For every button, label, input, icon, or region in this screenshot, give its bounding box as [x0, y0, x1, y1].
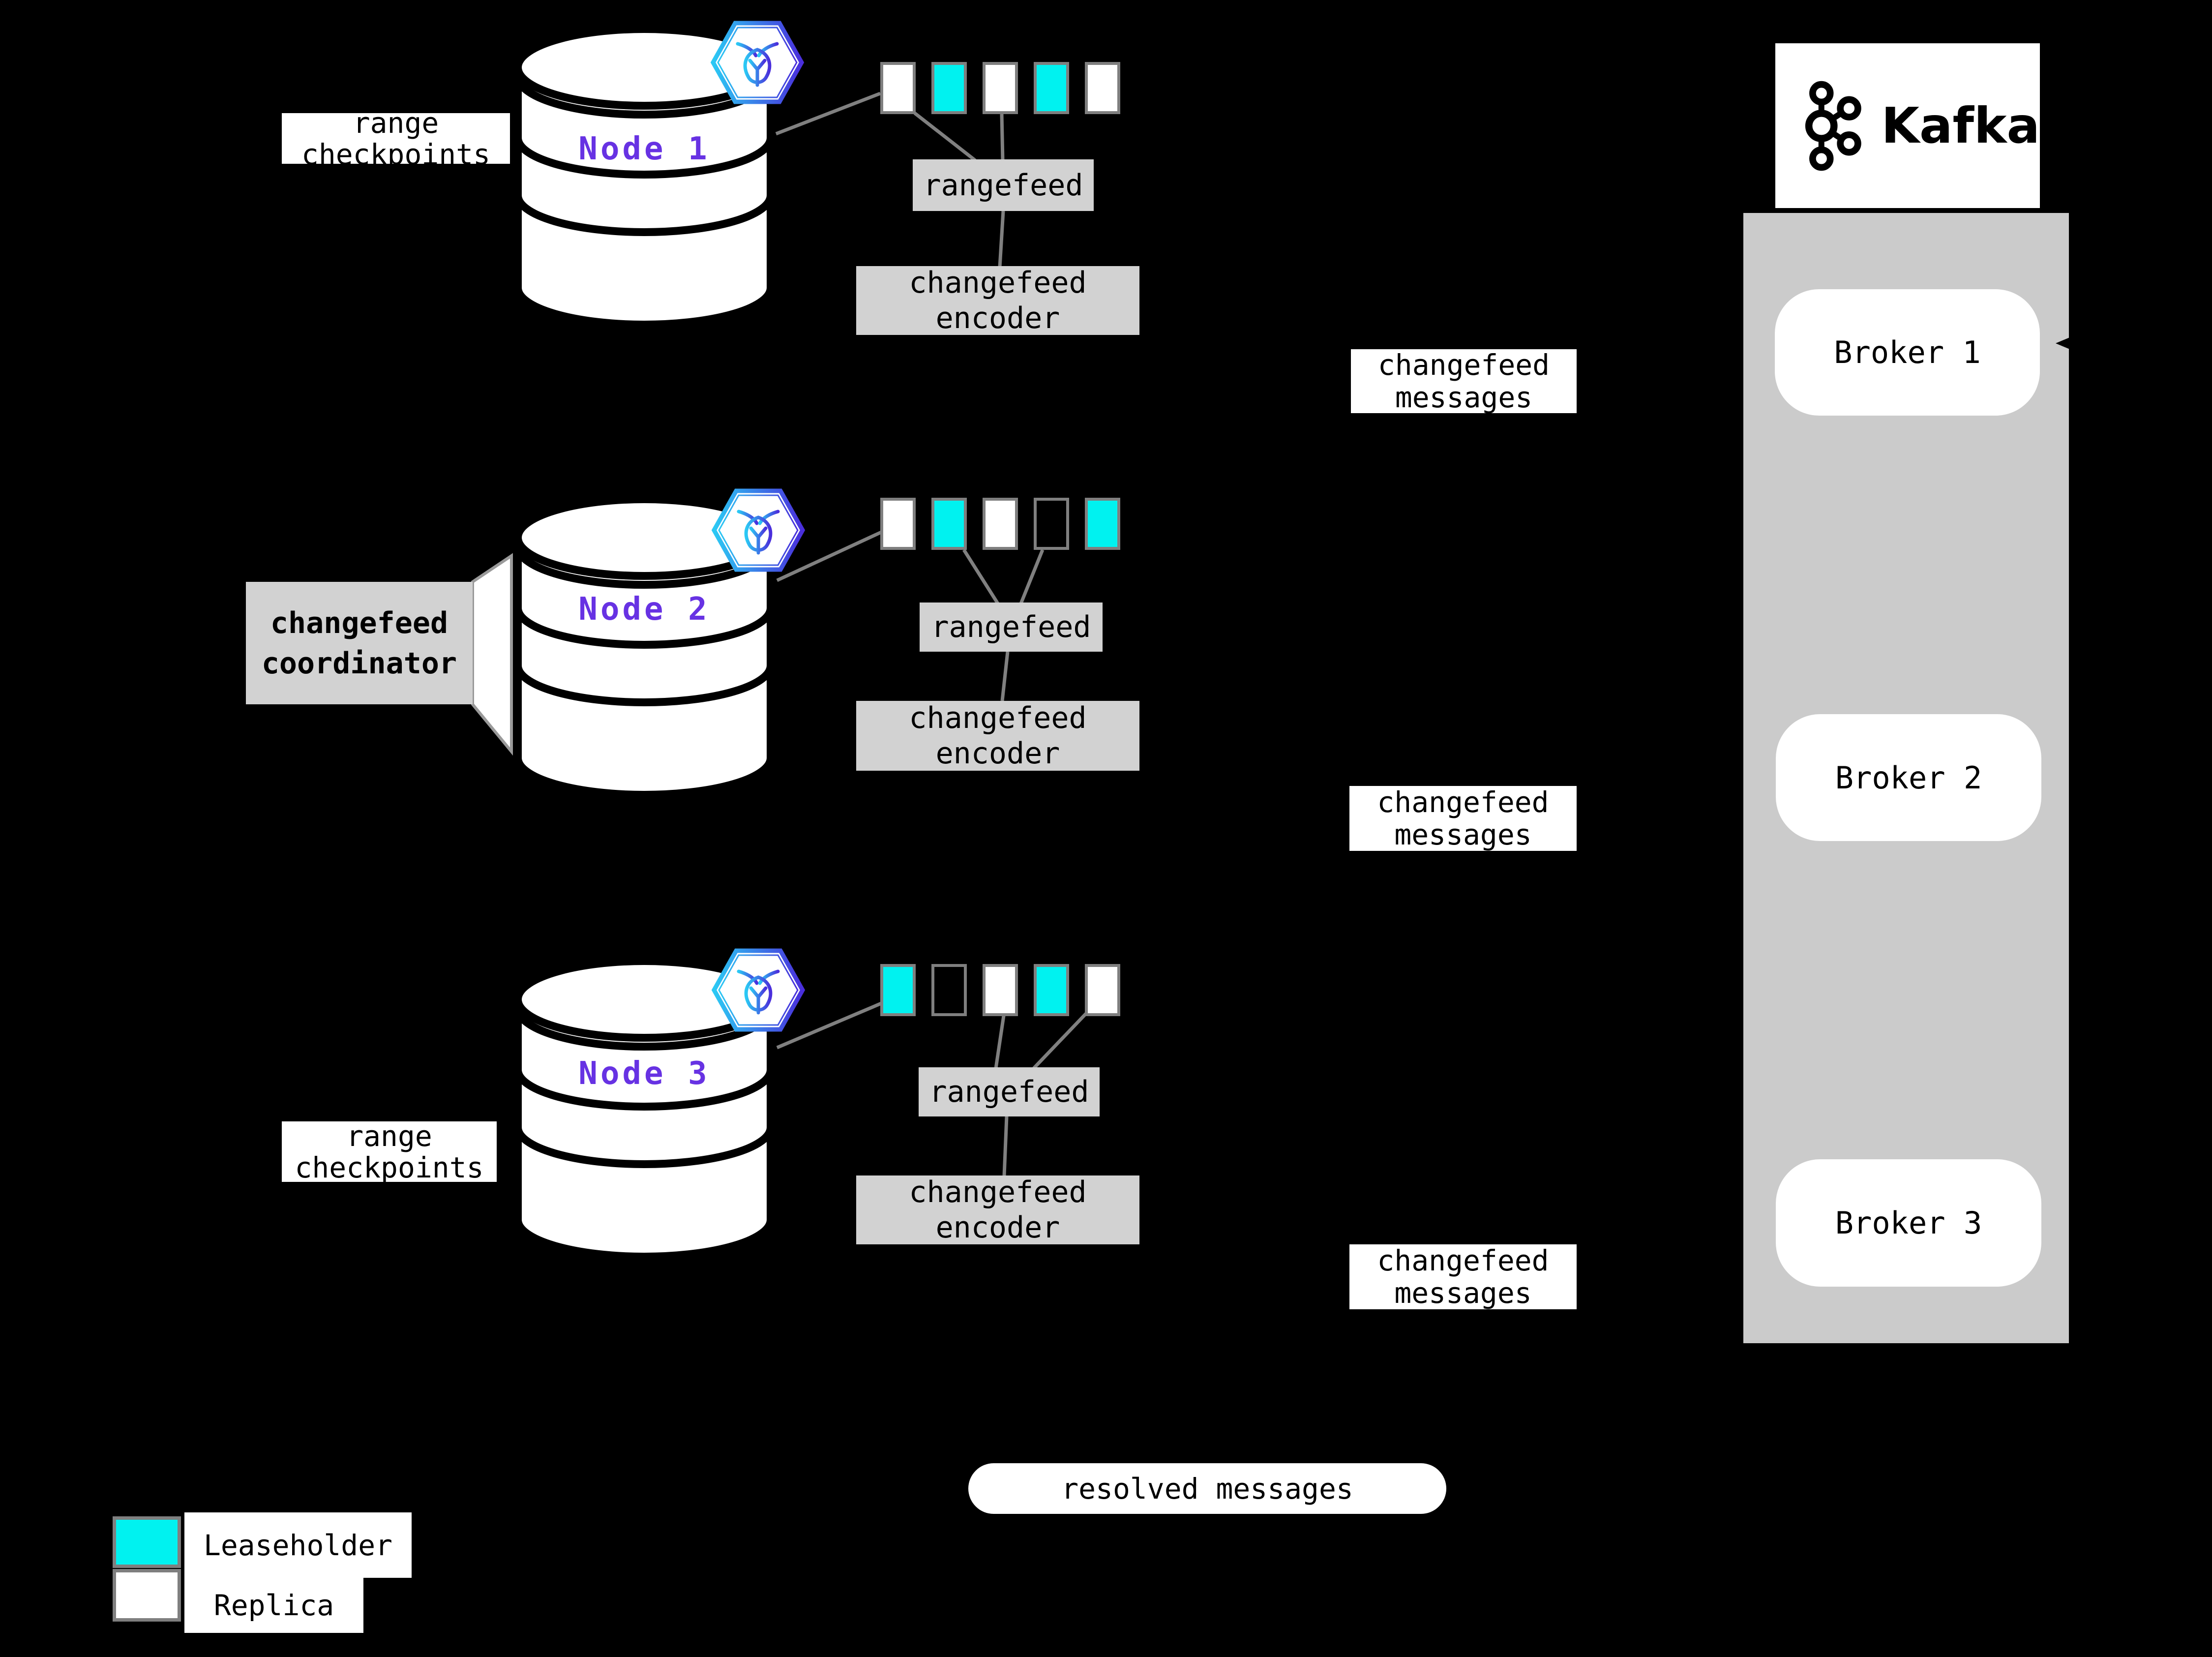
cockroachdb-badge-icon — [713, 23, 802, 102]
cockroachdb-badge-icon — [714, 491, 803, 570]
node2-ranges — [880, 498, 1120, 550]
legend-leaseholder-label: Leaseholder — [184, 1512, 412, 1578]
range-replica-square — [983, 498, 1018, 550]
node1-changefeed-encoder-box: changefeed encoder — [856, 266, 1139, 335]
coordinator-flag-fold — [471, 553, 513, 756]
range-replica-square — [880, 62, 916, 114]
range-replica-square — [983, 62, 1018, 114]
range-leaseholder-square — [931, 498, 967, 550]
node1-ranges — [880, 62, 1120, 114]
range-leaseholder-square — [1085, 498, 1120, 550]
broker-2: Broker 2 — [1776, 714, 2041, 841]
range-empty-square — [1034, 498, 1069, 550]
range-checkpoints-label-node1: range checkpoints — [282, 113, 510, 164]
range-empty-square — [931, 964, 967, 1016]
changefeed-messages-label-2: changefeed messages — [1349, 786, 1577, 851]
range-replica-square — [1085, 964, 1120, 1016]
changefeed-messages-label-1: changefeed messages — [1351, 349, 1577, 413]
node1-rangefeed-box: rangefeed — [913, 159, 1094, 211]
connector-lines — [775, 91, 1089, 1176]
range-replica-square — [983, 964, 1018, 1016]
node3-changefeed-encoder-box: changefeed encoder — [856, 1175, 1139, 1245]
node3-label: Node 3 — [578, 1055, 710, 1092]
range-replica-square — [1085, 62, 1120, 114]
range-leaseholder-square — [1034, 62, 1069, 114]
kafka-logo-text: Kafka — [1881, 97, 2040, 154]
broker-3: Broker 3 — [1776, 1159, 2041, 1287]
broker-1: Broker 1 — [1775, 289, 2040, 416]
node2-rangefeed-box: rangefeed — [920, 603, 1103, 652]
kafka-icon — [1775, 69, 1868, 182]
node2-label: Node 2 — [578, 591, 710, 628]
cockroachdb-badge-icon — [714, 951, 803, 1029]
node3-rangefeed-box: rangefeed — [919, 1067, 1100, 1116]
range-replica-square — [880, 498, 916, 550]
range-leaseholder-square — [931, 62, 967, 114]
kafka-logo-box: Kafka — [1775, 43, 2040, 208]
range-checkpoints-label-node3: range checkpoints — [282, 1121, 497, 1182]
legend-replica-swatch — [113, 1569, 181, 1622]
range-leaseholder-square — [1034, 964, 1069, 1016]
node3-ranges — [880, 964, 1120, 1016]
node1-label: Node 1 — [578, 131, 710, 167]
changefeed-coordinator-label: changefeed coordinator — [246, 582, 473, 704]
message-arrowhead-icon — [2056, 336, 2073, 351]
node2-changefeed-encoder-box: changefeed encoder — [856, 701, 1139, 771]
legend-leaseholder-swatch — [113, 1516, 181, 1568]
range-leaseholder-square — [880, 964, 916, 1016]
legend-replica-label: Replica — [184, 1578, 363, 1633]
resolved-messages-pill: resolved messages — [968, 1463, 1446, 1514]
changefeed-messages-label-3: changefeed messages — [1349, 1244, 1577, 1309]
